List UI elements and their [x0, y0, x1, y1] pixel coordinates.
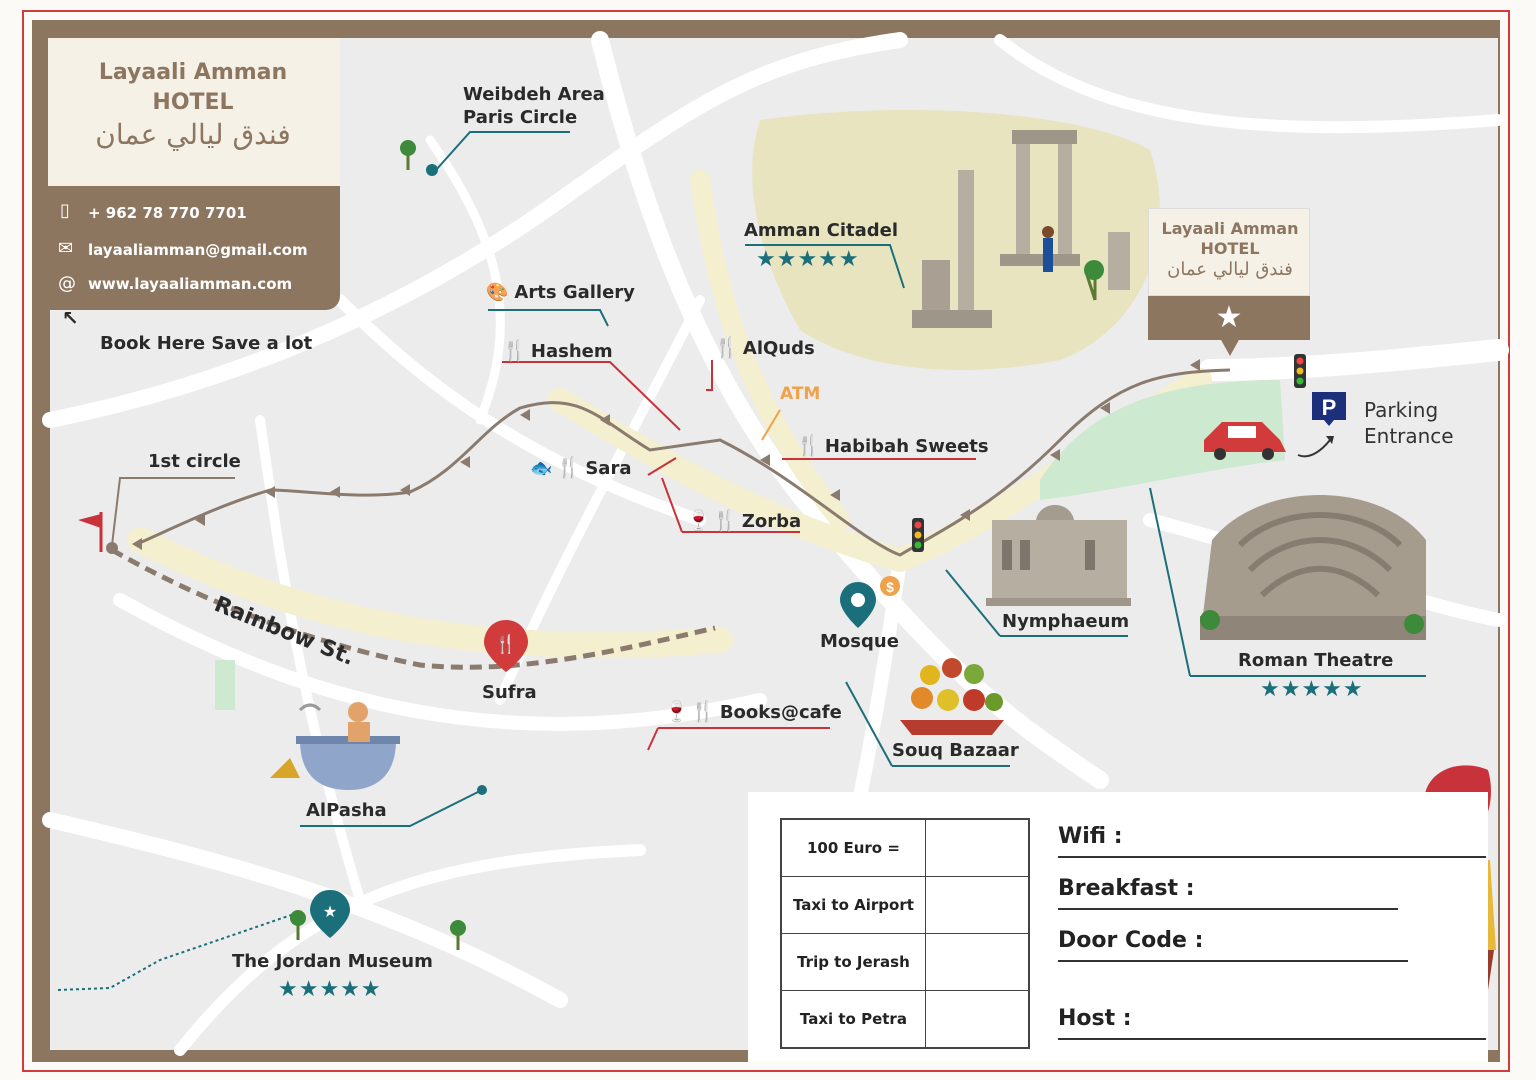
price-value-cell[interactable] — [924, 818, 1030, 877]
host-label: Host : — [1058, 1006, 1132, 1031]
fork-knife-icon: 🍴 — [796, 433, 821, 457]
wifi-field[interactable] — [1058, 856, 1486, 858]
hashem-label[interactable]: 🍴Hashem — [502, 338, 613, 362]
museum-pin-icon: ★ — [310, 890, 350, 938]
alpasha-label[interactable]: AlPasha — [306, 800, 387, 821]
wine-bottle-icon: 🍷 — [664, 699, 689, 723]
table-row: Trip to Jerash — [780, 933, 1030, 991]
mail-icon: ✉ — [58, 238, 74, 259]
fork-knife-icon: 🍴 — [712, 508, 738, 532]
roman-theatre-label[interactable]: Roman Theatre — [1238, 650, 1394, 671]
hotel-name: Layaali Amman — [98, 60, 288, 85]
hotel-card: Layaali Amman HOTEL فندق ليالي عمان ▯ + … — [48, 38, 340, 310]
walking-route — [134, 368, 1231, 557]
price-value-cell[interactable] — [924, 933, 1030, 991]
weibdeh-leader — [435, 131, 570, 171]
at-icon: @ — [58, 273, 76, 294]
table-row: Taxi to Airport — [780, 876, 1030, 934]
fork-knife-icon: 🍴 — [502, 338, 527, 362]
hotel-phone[interactable]: + 962 78 770 7701 — [88, 204, 247, 222]
fork-knife-icon: 🍴 — [556, 455, 582, 479]
breakfast-field[interactable] — [1058, 908, 1398, 910]
sufra-label[interactable]: Sufra — [482, 682, 537, 703]
souq-bazaar-label[interactable]: Souq Bazaar — [892, 740, 1019, 761]
curved-arrow-icon: ↖ — [62, 306, 79, 330]
price-label: Trip to Jerash — [780, 933, 926, 991]
price-table: 100 Euro = Taxi to Airport Trip to Jeras… — [780, 818, 1030, 1049]
hotel-name-arabic: فندق ليالي عمان — [95, 118, 291, 151]
hotel-location-card[interactable]: Layaali Amman HOTEL فندق ليالي عمان ★ — [1148, 208, 1310, 340]
start-flag-icon — [78, 512, 118, 554]
fork-knife-icon: 🍴 — [690, 699, 716, 723]
books-cafe-label[interactable]: 🍷🍴Books@cafe — [664, 699, 842, 723]
breakfast-label: Breakfast : — [1058, 876, 1195, 901]
mini-hotel-name: Layaali Amman — [1161, 219, 1299, 238]
hotel-name-line2: HOTEL — [152, 90, 234, 115]
roman-theatre-illustration — [1200, 495, 1426, 640]
mosque-label[interactable]: Mosque — [820, 631, 899, 652]
svg-text:🍴: 🍴 — [495, 633, 517, 655]
svg-text:P: P — [1322, 395, 1337, 420]
weibdeh-label[interactable]: Weibdeh Area — [463, 84, 605, 105]
sufra-pin-icon: 🍴 — [484, 620, 528, 672]
door-code-label: Door Code : — [1058, 928, 1204, 953]
sara-label[interactable]: 🐟🍴Sara — [530, 455, 632, 479]
route-arrows — [132, 359, 1200, 550]
alquds-label[interactable]: 🍴AlQuds — [714, 335, 815, 359]
price-value-cell[interactable] — [924, 990, 1030, 1049]
nymphaeum-illustration — [986, 505, 1131, 606]
first-circle-label[interactable]: 1st circle — [148, 451, 241, 472]
svg-text:$: $ — [886, 579, 894, 595]
wifi-label: Wifi : — [1058, 824, 1123, 849]
jordan-museum-rating: ★★★★★ — [278, 977, 382, 1002]
hotel-card-header: Layaali Amman HOTEL فندق ليالي عمان — [48, 38, 340, 186]
citadel-rating: ★★★★★ — [756, 247, 860, 272]
book-note: Book Here Save a lot — [100, 333, 313, 354]
arts-gallery-label[interactable]: 🎨Arts Gallery — [486, 282, 635, 303]
hotel-website[interactable]: www.layaaliamman.com — [88, 275, 293, 293]
hotel-email[interactable]: layaaliamman@gmail.com — [88, 241, 308, 259]
mini-hotel-name-arabic: فندق ليالي عمان — [1167, 259, 1293, 280]
fish-icon: 🐟 — [530, 458, 553, 479]
atm-label[interactable]: ATM — [780, 384, 821, 404]
rainbow-street-path — [110, 547, 716, 670]
entrance-label[interactable]: Entrance — [1364, 424, 1454, 448]
price-label: Taxi to Airport — [780, 876, 926, 934]
mini-hotel-name-line2: HOTEL — [1200, 239, 1260, 258]
park-area — [1040, 380, 1285, 500]
table-row: Taxi to Petra — [780, 990, 1030, 1049]
souq-stall-illustration — [900, 658, 1004, 735]
car-icon — [1204, 422, 1286, 460]
hotel-star-icon: ★ — [1215, 300, 1243, 335]
paris-circle-label[interactable]: Paris Circle — [463, 107, 578, 128]
hotel-contact-panel: ▯ + 962 78 770 7701 ✉ layaaliamman@gmail… — [48, 186, 340, 310]
phone-icon: ▯ — [60, 200, 70, 221]
mosque-pin-icon: $ — [840, 576, 900, 628]
door-code-field[interactable] — [1058, 960, 1408, 962]
jordan-museum-label[interactable]: The Jordan Museum — [232, 951, 433, 972]
habibah-sweets-label[interactable]: 🍴Habibah Sweets — [796, 433, 989, 457]
wine-bottle-icon: 🍷 — [686, 508, 711, 532]
price-label: 100 Euro = — [780, 818, 926, 877]
zorba-label[interactable]: 🍷🍴Zorba — [686, 508, 802, 532]
host-field[interactable] — [1058, 1038, 1486, 1040]
parking-label[interactable]: Parking — [1364, 398, 1439, 422]
fork-knife-icon: 🍴 — [714, 335, 739, 359]
svg-text:★: ★ — [323, 902, 337, 921]
parking-icon: P — [1312, 392, 1346, 426]
citadel-ruins-illustration — [912, 130, 1130, 328]
table-row: 100 Euro = — [780, 818, 1030, 877]
nymphaeum-label[interactable]: Nymphaeum — [1002, 611, 1130, 632]
roman-theatre-rating: ★★★★★ — [1260, 677, 1364, 702]
amman-citadel-label[interactable]: Amman Citadel — [744, 220, 899, 241]
price-label: Taxi to Petra — [780, 990, 926, 1049]
traffic-light-icon — [912, 354, 1306, 552]
price-value-cell[interactable] — [924, 876, 1030, 934]
palette-icon: 🎨 — [486, 282, 509, 303]
bathtub-illustration — [270, 702, 400, 790]
